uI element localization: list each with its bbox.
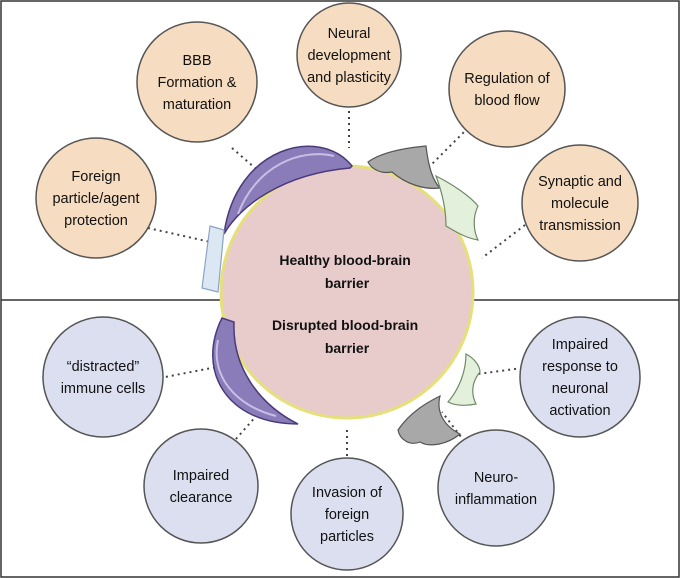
bubble-synaptic-transmission: Synaptic and molecule transmission	[521, 144, 639, 262]
bubble-impaired-response: Impaired response to neuronal activation	[519, 316, 641, 438]
bubble-distracted-immune: “distracted” immune cells	[42, 316, 164, 438]
bubble-line: Neural	[328, 26, 371, 42]
bubble-circle-neuroinflammation	[437, 429, 555, 547]
bubble-layer: BBB Formation & maturation Neural developmen…	[35, 2, 641, 571]
bubble-blood-flow: Regulation of blood flow	[448, 30, 566, 148]
bubble-label-impaired-clearance: Impaired clearance	[170, 468, 233, 506]
blood-vessel-circle	[219, 164, 475, 420]
healthy-title-line-2: barrier	[325, 275, 370, 291]
bubble-label-foreign-protection: Foreign particle/agent protection	[52, 169, 139, 229]
endothelial-cell-top-highlight	[237, 153, 335, 215]
endothelial-cell-bottom	[212, 317, 299, 425]
bubble-line: molecule	[551, 196, 609, 212]
bubble-invasion-foreign: Invasion of foreign particles	[290, 457, 404, 571]
bubble-line: particle/agent	[52, 191, 139, 207]
healthy-title-line-1: Healthy blood-brain	[279, 252, 410, 268]
bubble-label-invasion-foreign: Invasion of foreign particles	[312, 485, 383, 545]
disrupted-title-line-2: barrier	[325, 340, 370, 356]
astrocyte-foot-top	[434, 174, 480, 241]
bubble-label-impaired-response: Impaired response to neuronal activation	[542, 337, 618, 419]
bubble-circle-bbb-formation	[136, 21, 258, 143]
bubble-neuroinflammation: Neuro-inflammation	[437, 429, 555, 547]
bubble-label-neural-development: Neural development and plasticity	[307, 26, 392, 86]
bubble-line: “distracted”	[67, 359, 140, 375]
bubble-foreign-protection: Foreign particle/agent protection	[35, 137, 157, 259]
connector-bbb-formation	[231, 147, 256, 169]
healthy-title: Healthy blood-brain barrier	[279, 252, 414, 291]
bubble-line: particles	[320, 529, 374, 545]
astrocyte-foot-bottom	[447, 353, 481, 406]
bubble-line: development	[307, 48, 390, 64]
bubble-line: protection	[64, 213, 128, 229]
bubble-line: blood flow	[474, 93, 540, 109]
bubble-line: Impaired	[173, 468, 229, 484]
bubble-circle-distracted-immune	[42, 316, 164, 438]
bubble-line: Regulation of	[464, 71, 550, 87]
bubble-line: immune cells	[61, 381, 146, 397]
bubble-circle-foreign-protection	[35, 137, 157, 259]
bubble-circle-synaptic-transmission	[521, 144, 639, 262]
endothelial-cell-bottom-highlight	[215, 339, 277, 417]
cell-shapes	[201, 145, 481, 446]
bubble-line: Synaptic and	[538, 174, 622, 190]
bubble-line: and plasticity	[307, 70, 392, 86]
bubble-circle-blood-flow	[448, 30, 566, 148]
pericyte-bottom	[397, 394, 462, 446]
bubble-circle-impaired-response	[519, 316, 641, 438]
bubble-line: inflammation	[455, 492, 537, 508]
junction-cell-left	[201, 225, 225, 293]
connector-impaired-response	[477, 367, 523, 375]
connector-distracted-immune	[159, 365, 223, 379]
bubble-circle-neural-development	[296, 2, 402, 108]
bubble-line: response to	[542, 359, 618, 375]
bubble-line: BBB	[182, 53, 211, 69]
bubble-line: clearance	[170, 490, 233, 506]
bubble-label-distracted-immune: “distracted” immune cells	[61, 359, 146, 397]
bubble-label-blood-flow: Regulation of blood flow	[464, 71, 550, 109]
disrupted-title: Disrupted blood-brain barrier	[272, 317, 422, 356]
bubble-label-synaptic-transmission: Synaptic and molecule transmission	[538, 174, 622, 234]
bubble-line: Neuro-	[474, 470, 518, 486]
bubble-neural-development: Neural development and plasticity	[296, 2, 402, 108]
bubble-circle-impaired-clearance	[143, 428, 259, 544]
bubble-line: Formation &	[158, 75, 237, 91]
disrupted-title-line-1: Disrupted blood-brain	[272, 317, 418, 333]
bubble-line: foreign	[325, 507, 369, 523]
bubble-label-neuroinflammation: Neuro-inflammation	[455, 470, 537, 508]
bubble-line: maturation	[163, 97, 232, 113]
bubble-circle-invasion-foreign	[290, 457, 404, 571]
bubble-line: activation	[549, 403, 610, 419]
bubble-bbb-formation: BBB Formation & maturation	[136, 21, 258, 143]
bubble-impaired-clearance: Impaired clearance	[143, 428, 259, 544]
bubble-line: Invasion of	[312, 485, 383, 501]
bubble-line: transmission	[539, 218, 620, 234]
bubble-line: Impaired	[552, 337, 608, 353]
bubble-line: Foreign	[71, 169, 120, 185]
bubble-label-bbb-formation: BBB Formation & maturation	[158, 53, 237, 113]
bubble-line: neuronal	[552, 381, 608, 397]
